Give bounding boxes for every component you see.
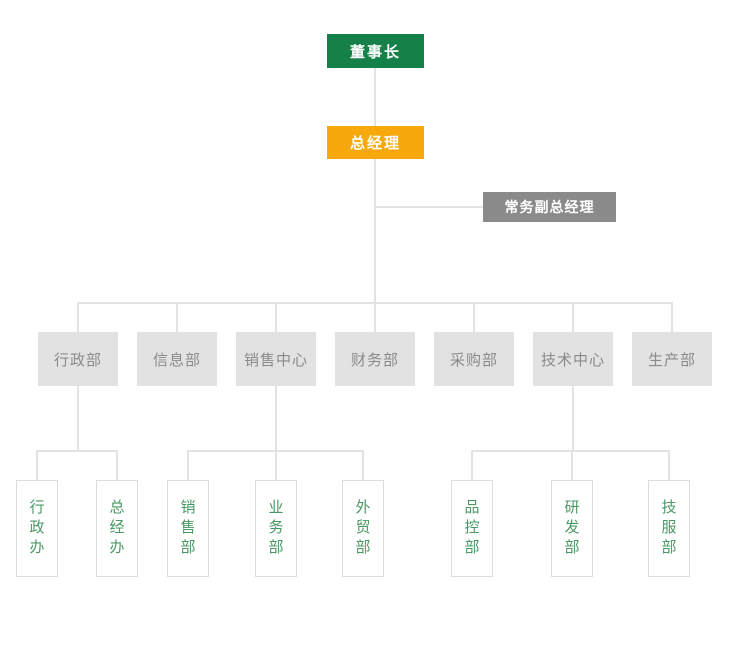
connector-admin-rail	[36, 450, 118, 452]
connector-drop-sales-center	[275, 302, 277, 332]
connector-drop-business	[275, 450, 277, 480]
connector-drop-rnd	[571, 450, 573, 480]
connector-drop-finance	[374, 302, 376, 332]
connector-drop-quality-control	[471, 450, 473, 480]
connector-drop-purchasing	[473, 302, 475, 332]
node-office-admin: 行政办	[16, 480, 58, 577]
connector-drop-admin	[77, 302, 79, 332]
node-general-manager: 总经理	[327, 126, 424, 159]
connector-chairman-gm	[374, 68, 376, 126]
connector-drop-sales	[187, 450, 189, 480]
connector-gm-trunk	[374, 159, 376, 304]
connector-drop-admin-office	[36, 450, 38, 480]
connector-drop-production	[671, 302, 673, 332]
connector-drop-info	[176, 302, 178, 332]
node-dept-tech-center: 技术中心	[533, 332, 613, 386]
node-office-quality-control: 品控部	[451, 480, 493, 577]
node-office-gm-office: 总经办	[96, 480, 138, 577]
node-office-sales: 销售部	[167, 480, 209, 577]
connector-deputy-branch	[375, 206, 483, 208]
node-deputy-general-manager: 常务副总经理	[483, 192, 616, 222]
node-office-rnd: 研发部	[551, 480, 593, 577]
connector-drop-tech-center	[572, 302, 574, 332]
node-office-tech-service: 技服部	[648, 480, 690, 577]
connector-tech-stem	[572, 386, 574, 452]
node-office-foreign-trade: 外贸部	[342, 480, 384, 577]
node-dept-finance: 财务部	[335, 332, 415, 386]
node-dept-info: 信息部	[137, 332, 217, 386]
node-dept-sales-center: 销售中心	[236, 332, 316, 386]
connector-sales-stem	[275, 386, 277, 452]
connector-drop-gm-office	[116, 450, 118, 480]
node-dept-production: 生产部	[632, 332, 712, 386]
node-dept-purchasing: 采购部	[434, 332, 514, 386]
connector-drop-foreign-trade	[362, 450, 364, 480]
node-dept-admin: 行政部	[38, 332, 118, 386]
connector-tech-rail	[471, 450, 670, 452]
node-chairman: 董事长	[327, 34, 424, 68]
node-office-business: 业务部	[255, 480, 297, 577]
connector-admin-stem	[77, 386, 79, 452]
connector-drop-tech-service	[668, 450, 670, 480]
